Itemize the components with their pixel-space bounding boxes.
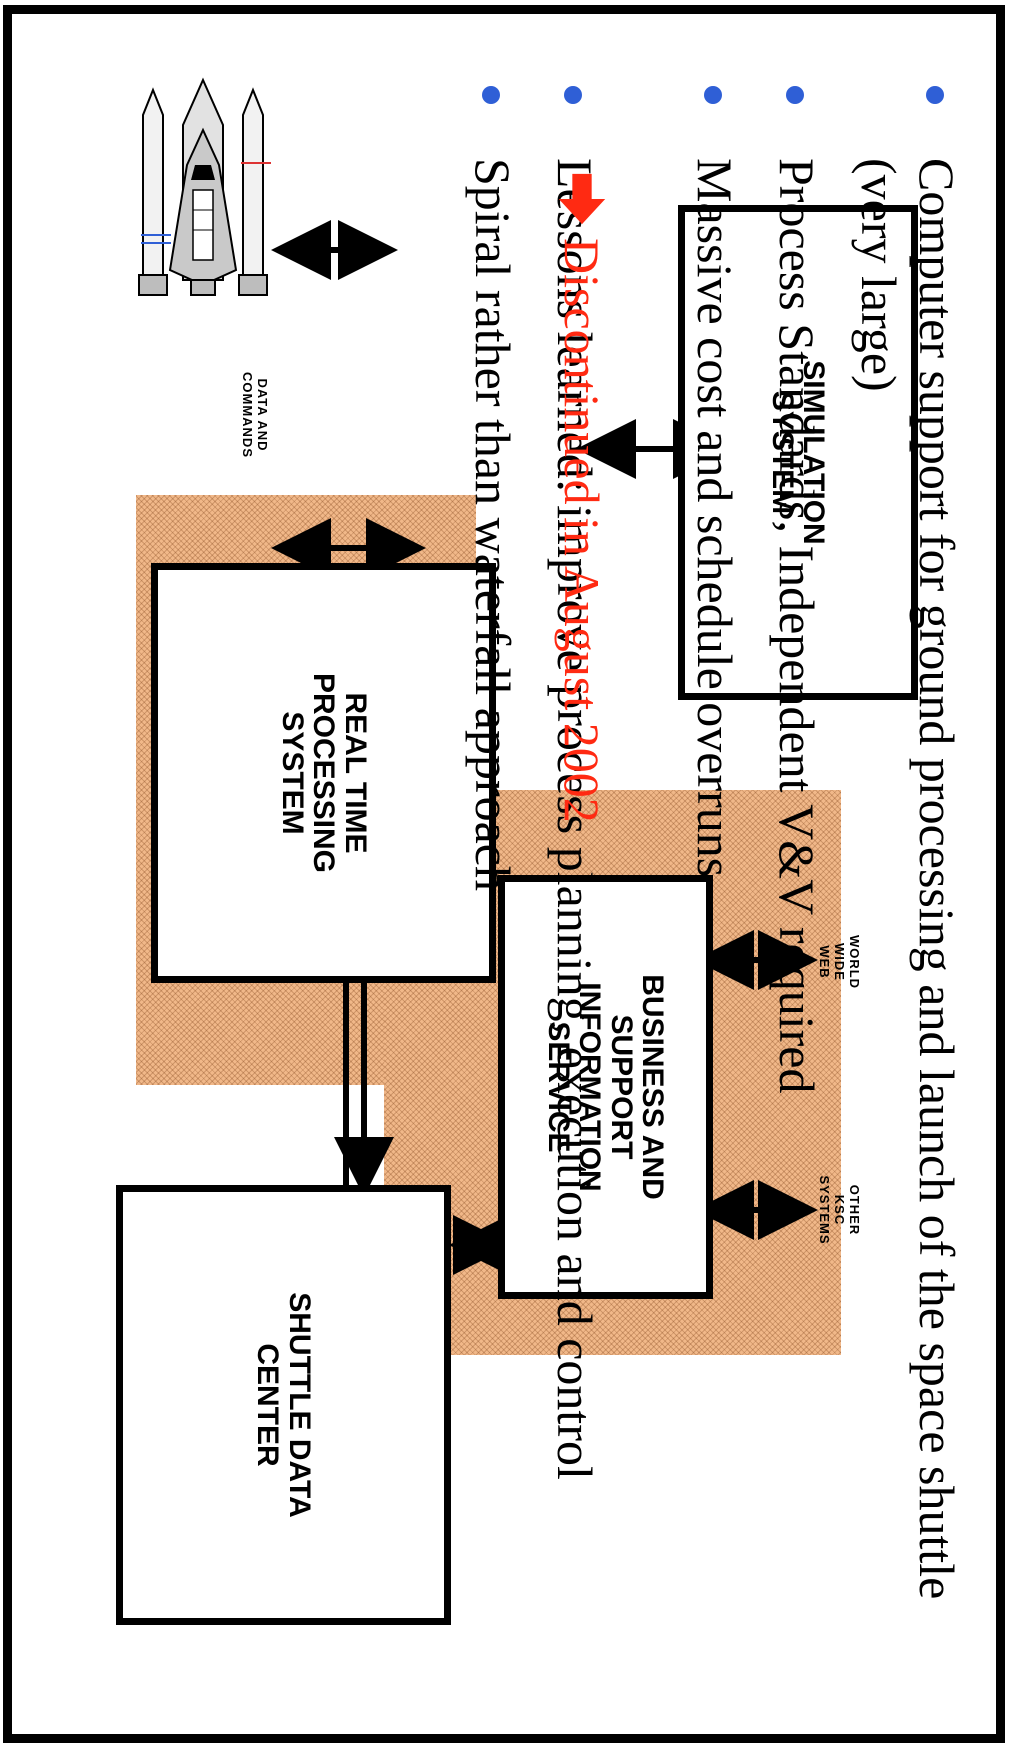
realtime-processing-label: REAL TIME PROCESSING SYSTEM: [276, 643, 371, 903]
bullet-item: Massive cost and schedule overruns: [686, 140, 744, 1700]
space-shuttle-illustration: [126, 70, 281, 300]
shuttle-data-center-box: SHUTTLE DATA CENTER: [116, 1185, 451, 1625]
bullet-list: Computer support for ground processing a…: [464, 140, 966, 1700]
bullet-item: Computer support for ground processing a…: [850, 140, 966, 1700]
bullet-text: Massive cost and schedule overruns: [687, 158, 743, 877]
bullet-text: Process Standards, Independent V&V requi…: [769, 158, 825, 1093]
data-commands-label: DATA AND COMMANDS: [239, 370, 269, 460]
shuttle-booster-left: [243, 90, 263, 275]
bullet-text: Computer support for ground processing a…: [851, 158, 965, 1599]
discontinued-note: Discontinued in August 2002: [553, 170, 611, 823]
realtime-processing-box: REAL TIME PROCESSING SYSTEM: [151, 563, 496, 983]
bullet-text: Spiral rather than waterfall approach: [465, 158, 521, 891]
bullet-dot-icon: [482, 86, 500, 104]
bullet-dot-icon: [926, 86, 944, 104]
bullet-dot-icon: [786, 86, 804, 104]
shuttle-data-center-label: SHUTTLE DATA CENTER: [252, 1290, 315, 1520]
bullet-dot-icon: [704, 86, 722, 104]
discontinued-text: Discontinued in August 2002: [553, 238, 611, 823]
red-arrow-icon: [553, 170, 611, 228]
bullet-dot-icon: [564, 86, 582, 104]
shuttle-booster-right: [143, 90, 163, 275]
bullet-item: Process Standards, Independent V&V requi…: [768, 140, 826, 1700]
bullet-item: Spiral rather than waterfall approach: [464, 140, 522, 1700]
